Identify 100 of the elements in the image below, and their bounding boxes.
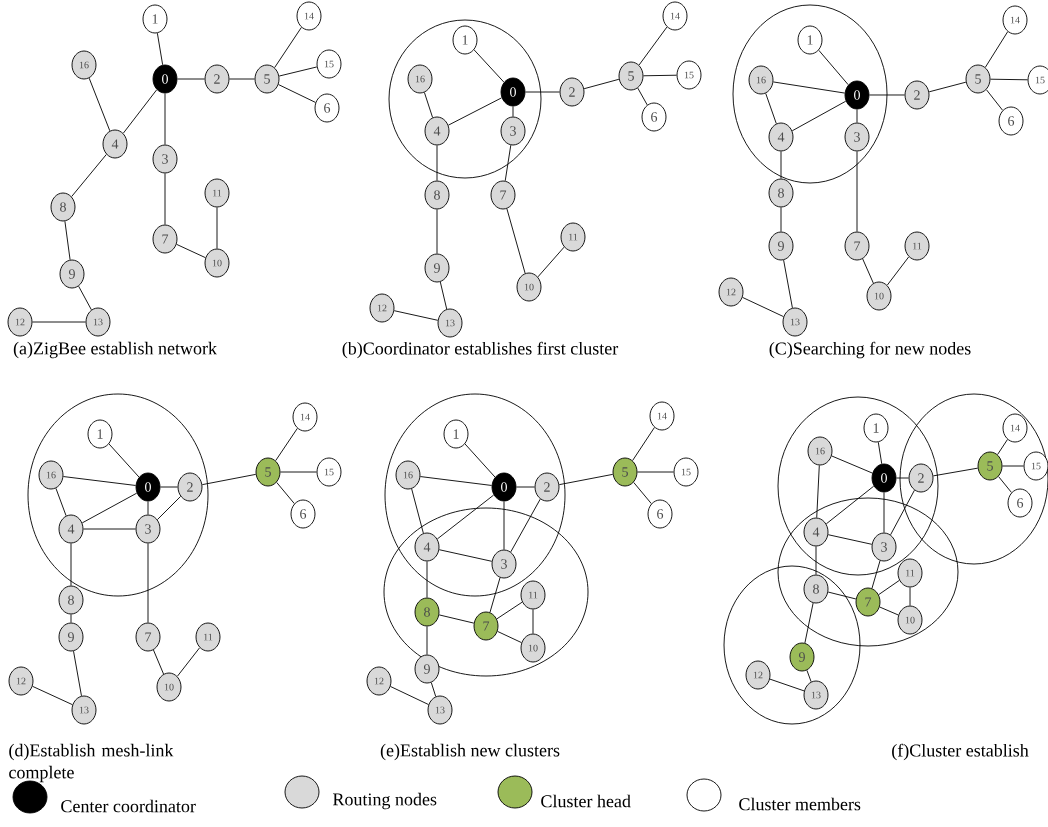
link-line xyxy=(32,685,73,706)
link-line xyxy=(81,492,138,524)
link-line xyxy=(473,49,505,83)
link-line xyxy=(638,26,668,66)
member-node: 6 xyxy=(647,499,673,529)
legend-text: Center coordinator xyxy=(61,799,196,813)
routing-node: 3 xyxy=(491,549,517,579)
link-line xyxy=(55,487,67,517)
link-line xyxy=(818,49,849,86)
cluster-head-node: 5 xyxy=(977,451,1003,481)
member-node: 15 xyxy=(1023,451,1048,481)
link-line xyxy=(506,208,526,274)
routing-node: 9 xyxy=(424,253,450,283)
routing-node: 5 xyxy=(965,64,991,94)
link-line xyxy=(883,492,885,533)
link-line xyxy=(856,109,858,123)
link-line xyxy=(537,246,565,278)
link-line xyxy=(71,154,107,197)
member-node: 15 xyxy=(676,60,702,90)
panel-caption: (C)Searching for new nodes xyxy=(769,341,971,359)
link-line xyxy=(804,602,814,644)
routing-node: 2 xyxy=(904,80,930,110)
routing-node: 3 xyxy=(500,116,526,146)
link-line xyxy=(990,78,1028,81)
link-line xyxy=(280,471,317,473)
link-line xyxy=(890,489,915,536)
routing-node: 10 xyxy=(520,633,546,663)
link-line xyxy=(70,614,72,623)
link-line xyxy=(780,207,782,232)
link-line xyxy=(229,78,255,80)
link-line xyxy=(83,528,136,530)
link-line xyxy=(278,84,316,103)
link-line xyxy=(825,485,875,525)
link-line xyxy=(780,151,782,179)
routing-node: 4 xyxy=(102,129,128,159)
member-node: 14 xyxy=(296,1,322,31)
routing-node: 9 xyxy=(58,622,84,652)
link-line xyxy=(439,281,448,310)
member-node: 14 xyxy=(1002,5,1028,35)
link-line xyxy=(73,650,82,697)
routing-node: 7 xyxy=(844,231,870,261)
member-node: 15 xyxy=(316,49,342,79)
member-node: 6 xyxy=(290,499,316,529)
routing-node: 8 xyxy=(803,574,829,604)
link-line xyxy=(742,296,784,318)
link-line xyxy=(886,256,910,286)
link-line xyxy=(62,476,137,486)
link-line xyxy=(176,647,201,677)
routing-node: 5 xyxy=(254,64,280,94)
routing-node: 8 xyxy=(50,192,76,222)
member-node: 15 xyxy=(1027,65,1048,95)
routing-node: 7 xyxy=(152,224,178,254)
member-node: 1 xyxy=(142,4,168,34)
legend-text: Cluster members xyxy=(739,797,861,811)
link-line xyxy=(201,473,257,486)
routing-node: 10 xyxy=(897,605,923,635)
routing-node: 2 xyxy=(177,472,203,502)
link-line xyxy=(393,310,439,321)
link-line xyxy=(871,560,881,589)
link-line xyxy=(496,601,523,620)
link-line xyxy=(769,678,805,692)
link-line xyxy=(153,649,164,675)
link-line xyxy=(765,92,777,125)
link-line xyxy=(177,78,205,80)
link-line xyxy=(1002,465,1024,467)
link-line xyxy=(438,614,475,624)
link-line xyxy=(88,77,111,132)
link-line xyxy=(516,486,535,488)
link-line xyxy=(430,682,437,697)
cluster-head-node: 8 xyxy=(414,597,440,627)
cluster-head-node: 5 xyxy=(255,457,281,487)
link-line xyxy=(928,81,967,93)
routing-node: 10 xyxy=(204,248,230,278)
link-line xyxy=(878,579,900,596)
routing-node: 3 xyxy=(844,122,870,152)
link-line xyxy=(464,443,496,478)
link-line xyxy=(176,243,206,259)
link-line xyxy=(896,477,909,479)
routing-node: 9 xyxy=(59,259,85,289)
link-line xyxy=(632,427,655,461)
link-line xyxy=(278,66,318,77)
link-line xyxy=(108,443,140,478)
panel-caption: (b)Coordinator establishes first cluster xyxy=(342,341,619,359)
panel-caption: (f)Cluster establish xyxy=(892,743,1029,761)
routing-node: 16 xyxy=(807,436,833,466)
link-line xyxy=(147,543,149,623)
panel-caption: (a)ZigBee establish network xyxy=(13,341,217,359)
routing-node: 13 xyxy=(71,695,97,725)
routing-node: 11 xyxy=(904,231,930,261)
link-line xyxy=(426,626,428,655)
routing-node: 12 xyxy=(8,666,34,696)
member-node: 1 xyxy=(863,413,889,443)
link-line xyxy=(583,78,620,90)
link-line xyxy=(436,145,438,181)
link-line xyxy=(438,549,493,562)
link-line xyxy=(504,144,512,182)
coordinator-node: 0 xyxy=(871,463,897,493)
routing-node: 11 xyxy=(560,222,586,252)
link-line xyxy=(274,27,302,68)
coordinator-node: 0 xyxy=(135,472,161,502)
